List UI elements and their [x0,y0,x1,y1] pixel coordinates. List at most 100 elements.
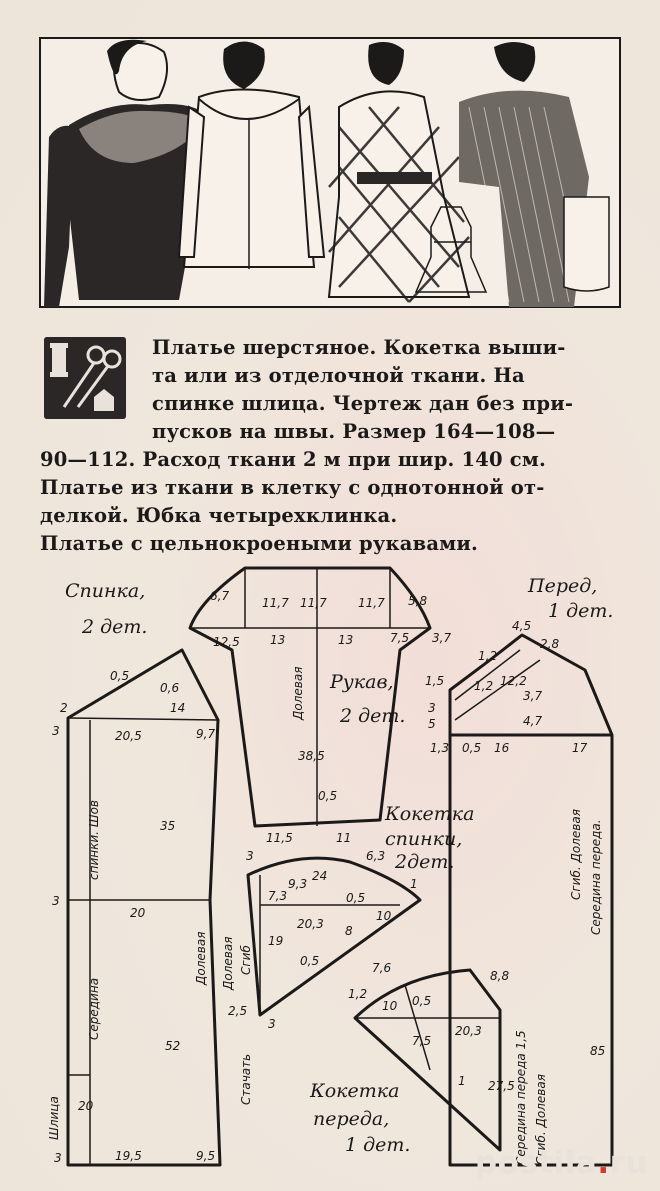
front-yoke-center-label: Середина переда 1,5 [514,1030,528,1165]
measure: 52 [165,1039,180,1053]
measure: 13 [338,633,353,647]
measure: 6,3 [366,849,385,863]
measure: 38,5 [298,749,325,763]
front-yoke-name2: переда, [313,1108,389,1130]
measure: 3,7 [432,631,451,645]
measure: 7,5 [390,631,409,645]
measure: 0,5 [462,741,481,755]
description-line-6: Платье из ткани в клетку с однотонной от… [40,476,545,499]
measure: 1,2 [478,649,497,663]
back-yoke-count: 2дет. [394,851,454,873]
back-name: Спинка, [65,580,145,602]
back-yoke-grain-label: Долевая [221,937,235,991]
front-yoke-count: 1 дет. [345,1134,410,1156]
measure: 4,7 [523,714,542,728]
measure: 20 [130,906,146,920]
front-name: Перед, [527,575,597,597]
measure: 20,3 [455,1024,482,1038]
front-center-label: Середина переда. [589,819,603,935]
measure: 3 [52,894,60,908]
measure: 1,5 [425,674,444,688]
measure: 6,7 [210,589,229,603]
figure-plaid-dress [327,41,471,303]
measure: 2,8 [540,637,559,651]
front-count: 1 дет. [548,600,613,622]
measure: 11,5 [266,831,293,845]
front-fold-label: Сгиб. Долевая [569,809,583,900]
description-line-5: 90—112. Расход ткани 2 м при шир. 140 см… [40,448,547,471]
back-grain-label: Долевая [194,932,208,986]
measure: 10 [382,999,398,1013]
measure: 3 [428,701,436,715]
description-line-4: пусков на швы. Размер 164—108— [152,420,556,443]
measure: 9,5 [196,1149,215,1163]
measure: 8,8 [490,969,509,983]
watermark: postila.ru [475,1145,648,1181]
watermark-dot: . [597,1145,610,1181]
figure-small-sketch [414,206,488,293]
measure: 7,3 [268,889,287,903]
measure: 3 [268,1017,276,1031]
measure: 3 [54,1151,62,1165]
measure: 1 [458,1074,466,1088]
back-yoke-outline [246,856,422,1017]
measure: 0,5 [110,669,129,683]
measure: 11,7 [358,596,385,610]
measure: 19,5 [115,1149,142,1163]
measure: 13 [270,633,285,647]
measure: 1 [410,877,418,891]
fashion-illustration [39,37,621,308]
measure: 19 [268,934,283,948]
measure: 10 [376,909,392,923]
measure: 1,3 [430,741,449,755]
measure: 85 [590,1044,605,1058]
measure: 11,7 [300,596,327,610]
stitch-label: Стачать [239,1054,253,1105]
measure: 8 [345,924,353,938]
back-count: 2 дет. [81,616,147,638]
figure-back-view [177,41,326,269]
measure: 20 [78,1099,94,1113]
measure: 7,5 [412,1034,431,1048]
measure: 0,5 [300,954,319,968]
measure: 7,6 [372,961,391,975]
measure: 9,7 [196,727,215,741]
measure: 11 [336,831,351,845]
measure: 0,6 [160,681,179,695]
measure: 1,2 [474,679,493,693]
front-yoke-name1: Кокетка [309,1080,399,1102]
back-yoke-name2: спинки, [385,828,462,850]
front-yoke-grain-label: Сгиб. Долевая [534,1074,548,1165]
measure: 0,5 [318,789,337,803]
description-line-1: Платье шерстяное. Кокетка выши- [152,336,566,359]
sleeve-outline [188,566,432,828]
watermark-tld: ru [609,1145,648,1181]
measure: 24 [312,869,327,883]
front-yoke-outline [353,968,502,1152]
measure: 3 [52,724,60,738]
measure: 16 [494,741,510,755]
sleeve-name: Рукав, [329,671,394,693]
figure-striped-dress [459,42,610,307]
measure: 27,5 [488,1079,515,1093]
back-yoke-name1: Кокетка [384,803,474,825]
measure: 5 [428,717,436,731]
measure: 3,7 [523,689,542,703]
measure: 12,5 [213,635,240,649]
description-line-8: Платье с цельнокроеными рукавами. [40,532,478,555]
back-seam-label: спинки. Шов [87,800,101,880]
back-center-label: Середина [87,978,101,1040]
measure: 12,2 [500,674,527,688]
measure: 2,5 [228,1004,247,1018]
sleeve-count: 2 дет. [339,705,405,727]
measure: 35 [160,819,175,833]
measure: 4,5 [512,619,531,633]
description-line-3: спинке шлица. Чертеж дан без при- [152,392,574,415]
slit-label: Шлица [47,1096,61,1140]
measure: 1,2 [348,987,367,1001]
measure: 11,7 [262,596,289,610]
measure: 17 [572,741,588,755]
description-line-7: делкой. Юбка четырехклинка. [40,504,398,527]
